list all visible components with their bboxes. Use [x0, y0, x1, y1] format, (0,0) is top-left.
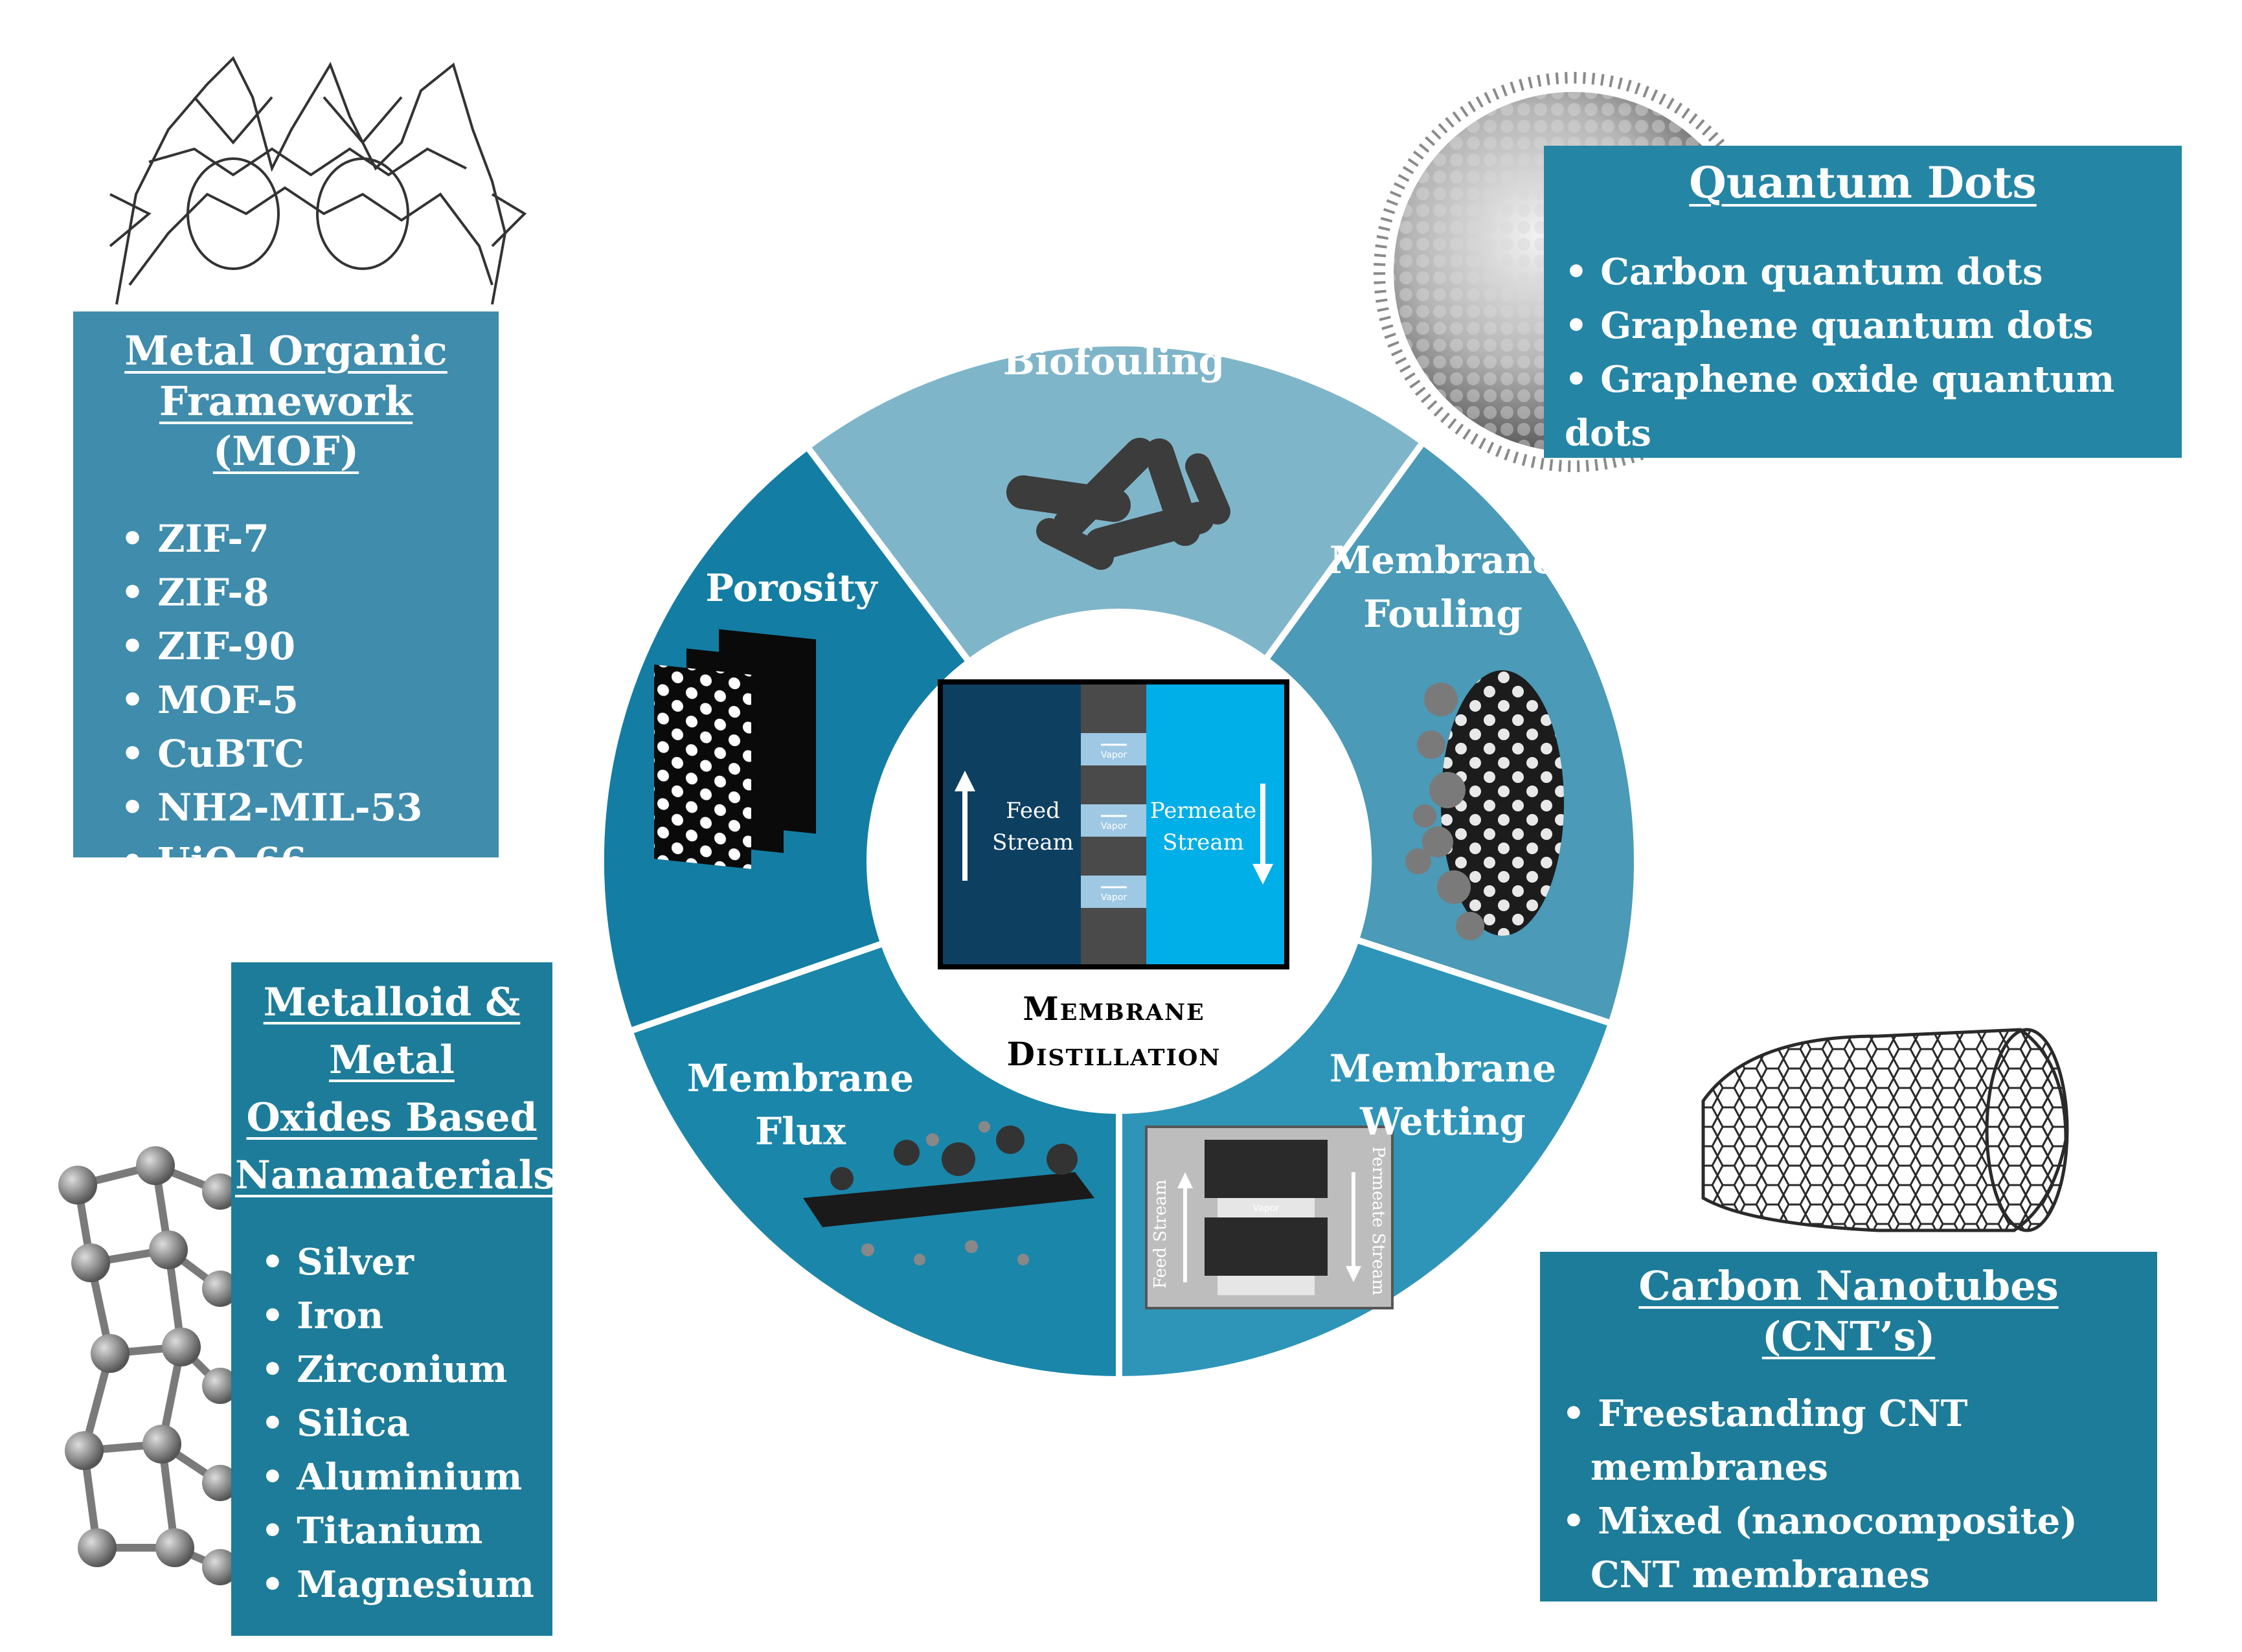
- qd-title: Quantum Dots: [1689, 157, 2037, 208]
- membrane-wetting-schematic: [1145, 1126, 1394, 1309]
- membrane-flux-icon: [803, 1121, 1094, 1265]
- fouled-membrane-icon: [1405, 670, 1564, 940]
- metal-item: Iron: [261, 1289, 549, 1343]
- mof-title: Metal Organic Framework (MOF): [85, 326, 487, 477]
- md-title-1: Membrane: [1023, 990, 1205, 1028]
- carbon-nanotube-illustration: [1701, 1028, 2069, 1232]
- qd-item: Graphene oxide quantum dots: [1565, 353, 2173, 460]
- label-biofouling: Biofouling: [1003, 339, 1225, 383]
- mof-title-line2: Framework (MOF): [159, 377, 413, 475]
- metal-item: Silica: [261, 1397, 549, 1451]
- md-permeate-1: Permeate: [1150, 798, 1256, 824]
- md-feed-2: Stream: [992, 830, 1074, 855]
- wetting-permeate-label: Permeate Stream: [1368, 1146, 1388, 1295]
- mof-list: ZIF-7 ZIF-8 ZIF-90 MOF-5 CuBTC NH2-MIL-5…: [120, 512, 487, 888]
- cnt-list: Freestanding CNT membranes Mixed (nanoco…: [1562, 1387, 2148, 1602]
- metal-title: Metalloid & Metal Oxides Based Nanamater…: [235, 974, 555, 1205]
- quantum-dots-info-box: Quantum Dots Carbon quantum dots Graphen…: [1544, 146, 2182, 458]
- qd-item: Graphene quantum dots: [1565, 299, 2173, 353]
- mof-framework-illustration: [109, 56, 527, 305]
- md-schematic: [938, 679, 1289, 969]
- mof-item: ZIF-7: [120, 512, 487, 566]
- metal-item: Titanium: [261, 1504, 549, 1558]
- metal-title-line4: Nanamaterials: [235, 1153, 556, 1198]
- label-membrane-fouling-1: Membrane: [1330, 538, 1556, 582]
- cnt-item: Freestanding CNT membranes: [1562, 1387, 2148, 1495]
- label-membrane-wetting-1: Membrane: [1330, 1047, 1556, 1091]
- metal-item: Aluminium: [261, 1451, 549, 1504]
- label-porosity: Porosity: [705, 566, 878, 610]
- porous-sheets-icon: [654, 629, 816, 869]
- md-feed-1: Feed: [1006, 798, 1060, 824]
- metal-title-line3: Oxides Based: [246, 1095, 538, 1140]
- mof-item: CuBTC: [120, 727, 487, 781]
- mof-item: NH2-MIL-53: [120, 781, 487, 835]
- cnt-title: Carbon Nanotubes (CNT’s): [1638, 1262, 2059, 1360]
- metal-oxide-lattice-illustration: [58, 1146, 238, 1585]
- mof-item: UiO-66: [120, 835, 487, 888]
- metal-oxide-info-box: Metalloid & Metal Oxides Based Nanamater…: [231, 962, 555, 1636]
- wetting-vapor: Vapor: [1253, 1203, 1280, 1214]
- md-title-2: Distillation: [1007, 1035, 1221, 1073]
- mof-item: ZIF-8: [120, 566, 487, 620]
- mof-item: MOF-5: [120, 673, 487, 727]
- label-membrane-flux-1: Membrane: [687, 1056, 914, 1100]
- mof-title-line1: Metal Organic: [124, 327, 447, 374]
- metal-title-line1: Metalloid &: [263, 980, 521, 1025]
- md-vapor-3: Vapor: [1101, 892, 1127, 903]
- metal-item: Zirconium: [261, 1343, 549, 1397]
- bacteria-icon: [1006, 438, 1230, 570]
- metal-item: Silver: [261, 1236, 549, 1289]
- qd-list: Carbon quantum dots Graphene quantum dot…: [1565, 245, 2173, 460]
- label-membrane-fouling-2: Fouling: [1363, 592, 1523, 636]
- label-membrane-flux-2: Flux: [755, 1109, 846, 1153]
- wetting-feed-label: Feed Stream: [1151, 1179, 1170, 1289]
- cnt-info-box: Carbon Nanotubes (CNT’s) Freestanding CN…: [1540, 1252, 2157, 1601]
- md-permeate-2: Stream: [1162, 830, 1244, 855]
- qd-item: Carbon quantum dots: [1565, 245, 2173, 299]
- metal-list: Silver Iron Zirconium Silica Aluminium T…: [261, 1236, 549, 1612]
- md-vapor-2: Vapor: [1101, 821, 1127, 832]
- mof-info-box: Metal Organic Framework (MOF) ZIF-7 ZIF-…: [73, 311, 499, 883]
- cnt-item: Mixed (nanocomposite) CNT membranes: [1562, 1495, 2148, 1602]
- metal-title-line2: Metal: [329, 1037, 455, 1083]
- metal-item: Magnesium: [261, 1558, 549, 1612]
- mof-item: ZIF-90: [120, 620, 487, 673]
- label-membrane-wetting-2: Wetting: [1359, 1100, 1526, 1144]
- segment-membrane-flux: [626, 939, 1122, 1383]
- md-vapor-1: Vapor: [1101, 750, 1127, 760]
